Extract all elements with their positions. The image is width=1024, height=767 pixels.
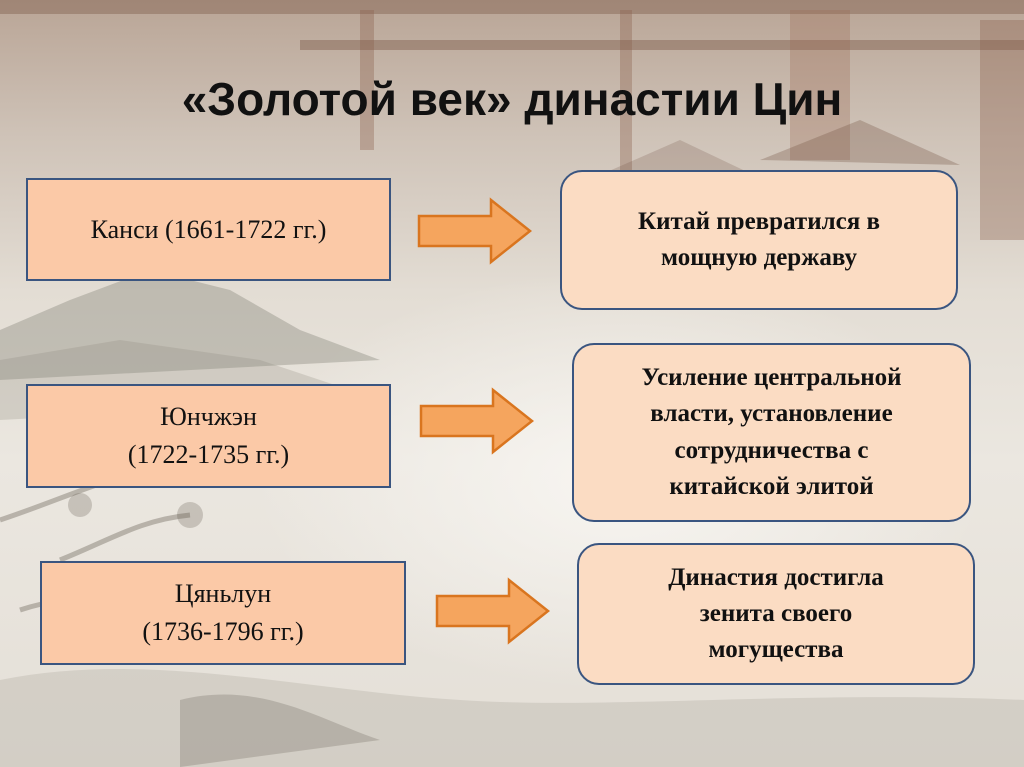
result-text: сотрудничества с [674, 436, 869, 464]
ruler-name: Юнчжэн [160, 402, 257, 432]
result-text: китайской элитой [669, 472, 874, 500]
result-text: Династия достигла [668, 563, 884, 591]
result-text: Китай превратился в [637, 207, 881, 235]
ruler-box-kangxi: Канси (1661-1722 гг.) [26, 178, 391, 281]
right-arrow-icon [419, 387, 535, 455]
right-arrow-icon [435, 577, 551, 645]
slide-title: «Золотой век» династии Цин [181, 73, 843, 125]
result-text: власти, установление [650, 400, 893, 428]
result-box-qianlong: Династия достигла зенита своего могущест… [577, 543, 975, 685]
ruler-years: (1722-1735 гг.) [127, 440, 290, 469]
result-text: Усиление центральной [641, 364, 902, 391]
ruler-name: Цяньлун [174, 579, 272, 609]
ruler-box-yongzheng: Юнчжэн (1722-1735 гг.) [26, 384, 391, 488]
result-text: зенита своего [699, 599, 853, 627]
result-text: могущества [708, 636, 844, 664]
result-box-yongzheng: Усиление центральной власти, установлени… [572, 343, 971, 522]
ruler-years: (1736-1796 гг.) [142, 617, 304, 646]
right-arrow-icon [417, 197, 533, 265]
ruler-text: Канси (1661-1722 гг.) [90, 214, 327, 244]
result-text: мощную державу [661, 244, 857, 271]
result-box-kangxi: Китай превратился в мощную державу [560, 170, 958, 310]
ruler-box-qianlong: Цяньлун (1736-1796 гг.) [40, 561, 406, 665]
